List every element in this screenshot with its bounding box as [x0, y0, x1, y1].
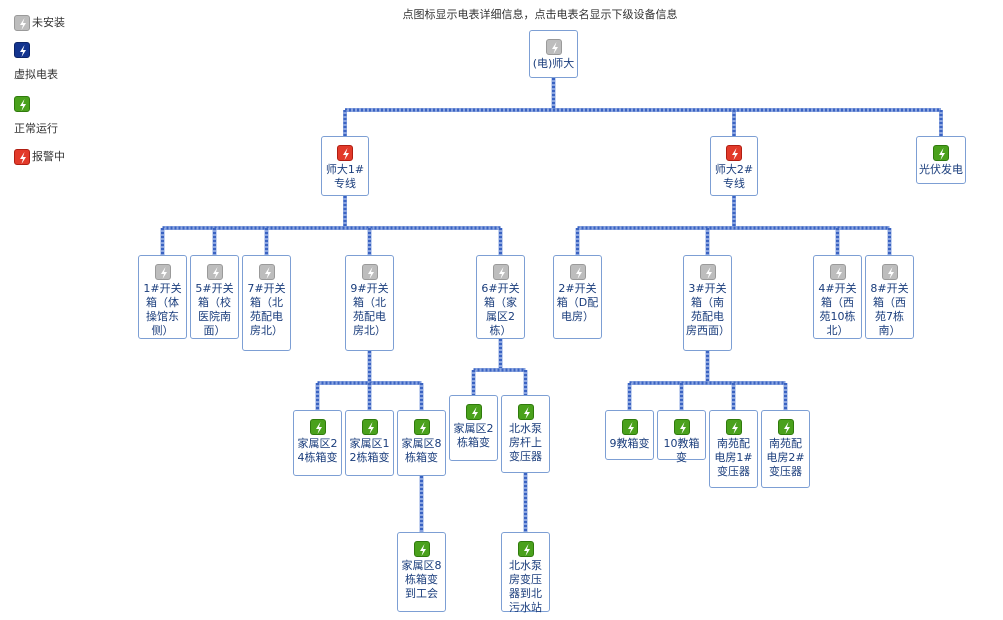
meter-node-label[interactable]: 北水泵房杆上变压器	[509, 422, 542, 463]
meter-node-label[interactable]: 南苑配电房1#变压器	[714, 437, 753, 478]
meter-node-k5[interactable]: 5#开关箱（校医院南面）	[190, 255, 239, 339]
meter-virtual-icon	[14, 42, 30, 58]
meter-normal-icon[interactable]	[465, 404, 482, 420]
meter-node-label[interactable]: 北水泵房变压器到北污水站	[509, 559, 542, 614]
meter-node-label[interactable]: 家属区12栋箱变	[349, 437, 390, 464]
meter-node-k7[interactable]: 7#开关箱（北苑配电房北）	[242, 255, 291, 351]
meter-normal-icon[interactable]	[309, 419, 326, 435]
meter-alarm-icon	[14, 149, 30, 165]
meter-uninstalled-icon[interactable]	[699, 264, 716, 280]
meter-uninstalled-icon[interactable]	[881, 264, 898, 280]
meter-normal-icon	[14, 96, 30, 112]
meter-node-sd1[interactable]: 师大1#专线	[321, 136, 369, 196]
meter-node-label[interactable]: 师大2#专线	[714, 163, 754, 190]
meter-node-b9[interactable]: 9教箱变	[605, 410, 654, 460]
meter-normal-icon[interactable]	[517, 404, 534, 420]
meter-node-pv[interactable]: 光伏发电	[916, 136, 966, 184]
meter-uninstalled-icon[interactable]	[258, 264, 275, 280]
meter-node-k8[interactable]: 8#开关箱（西苑7栋南）	[865, 255, 914, 339]
meter-node-label[interactable]: 家属区2栋箱变	[453, 422, 494, 449]
meter-node-label[interactable]: 6#开关箱（家属区2栋）	[481, 282, 520, 337]
meter-node-k4[interactable]: 4#开关箱（西苑10栋北）	[813, 255, 862, 339]
meter-node-bsw[interactable]: 北水泵房变压器到北污水站	[501, 532, 550, 614]
meter-node-label[interactable]: 10教箱变	[663, 437, 700, 464]
meter-normal-icon[interactable]	[621, 419, 638, 435]
meter-node-k6[interactable]: 6#开关箱（家属区2栋）	[476, 255, 525, 339]
meter-node-k9[interactable]: 9#开关箱（北苑配电房北）	[345, 255, 394, 351]
meter-node-n2[interactable]: 南苑配电房2#变压器	[761, 410, 810, 488]
meter-node-label[interactable]: 8#开关箱（西苑7栋南）	[870, 282, 909, 337]
meter-normal-icon[interactable]	[777, 419, 794, 435]
meter-node-label[interactable]: 2#开关箱（D配电房）	[556, 282, 599, 323]
meter-node-root[interactable]: (电)师大	[529, 30, 578, 78]
meter-node-label[interactable]: 9教箱变	[609, 437, 650, 450]
meter-node-label[interactable]: 南苑配电房2#变压器	[766, 437, 805, 478]
meter-node-j2[interactable]: 家属区2栋箱变	[449, 395, 498, 461]
meter-uninstalled-icon[interactable]	[492, 264, 509, 280]
meter-normal-icon[interactable]	[933, 145, 949, 161]
meter-node-n1[interactable]: 南苑配电房1#变压器	[709, 410, 758, 488]
meter-node-label[interactable]: 3#开关箱（南苑配电房西面）	[686, 282, 730, 337]
meter-node-bs[interactable]: 北水泵房杆上变压器	[501, 395, 550, 473]
meter-node-j8[interactable]: 家属区8栋箱变	[397, 410, 446, 476]
meter-normal-icon[interactable]	[725, 419, 742, 435]
meter-uninstalled-icon[interactable]	[361, 264, 378, 280]
meter-node-k1[interactable]: 1#开关箱（体操馆东侧）	[138, 255, 187, 339]
meter-node-label[interactable]: 家属区8栋箱变到工会	[401, 559, 442, 600]
meter-alarm-icon[interactable]	[337, 145, 353, 161]
meter-node-label[interactable]: 光伏发电	[919, 163, 963, 176]
meter-node-label[interactable]: 1#开关箱（体操馆东侧）	[143, 282, 182, 337]
meter-node-k3[interactable]: 3#开关箱（南苑配电房西面）	[683, 255, 732, 351]
meter-node-label[interactable]: (电)师大	[532, 57, 575, 70]
meter-node-b10[interactable]: 10教箱变	[657, 410, 706, 464]
meter-uninstalled-icon[interactable]	[206, 264, 223, 280]
meter-node-sd2[interactable]: 师大2#专线	[710, 136, 758, 196]
meter-node-label[interactable]: 家属区24栋箱变	[297, 437, 338, 464]
meter-node-j24[interactable]: 家属区24栋箱变	[293, 410, 342, 476]
meter-uninstalled-icon[interactable]	[154, 264, 171, 280]
meter-node-label[interactable]: 家属区8栋箱变	[401, 437, 442, 464]
meter-alarm-icon[interactable]	[726, 145, 742, 161]
meter-node-label[interactable]: 9#开关箱（北苑配电房北）	[350, 282, 389, 337]
meter-node-label[interactable]: 5#开关箱（校医院南面）	[195, 282, 234, 337]
meter-uninstalled-icon	[14, 15, 30, 31]
meter-normal-icon[interactable]	[413, 541, 430, 557]
meter-uninstalled-icon[interactable]	[829, 264, 846, 280]
meter-normal-icon[interactable]	[673, 419, 690, 435]
meter-node-label[interactable]: 4#开关箱（西苑10栋北）	[818, 282, 857, 337]
meter-uninstalled-icon[interactable]	[545, 39, 562, 55]
meter-node-k2[interactable]: 2#开关箱（D配电房）	[553, 255, 602, 339]
meter-node-j12[interactable]: 家属区12栋箱变	[345, 410, 394, 476]
meter-normal-icon[interactable]	[413, 419, 430, 435]
meter-normal-icon[interactable]	[517, 541, 534, 557]
meter-normal-icon[interactable]	[361, 419, 378, 435]
meter-node-j8g[interactable]: 家属区8栋箱变到工会	[397, 532, 446, 612]
meter-node-label[interactable]: 7#开关箱（北苑配电房北）	[247, 282, 286, 337]
instruction-text: 点图标显示电表详细信息，点击电表名显示下级设备信息	[402, 8, 678, 21]
meter-node-label[interactable]: 师大1#专线	[325, 163, 365, 190]
meter-uninstalled-icon[interactable]	[569, 264, 586, 280]
